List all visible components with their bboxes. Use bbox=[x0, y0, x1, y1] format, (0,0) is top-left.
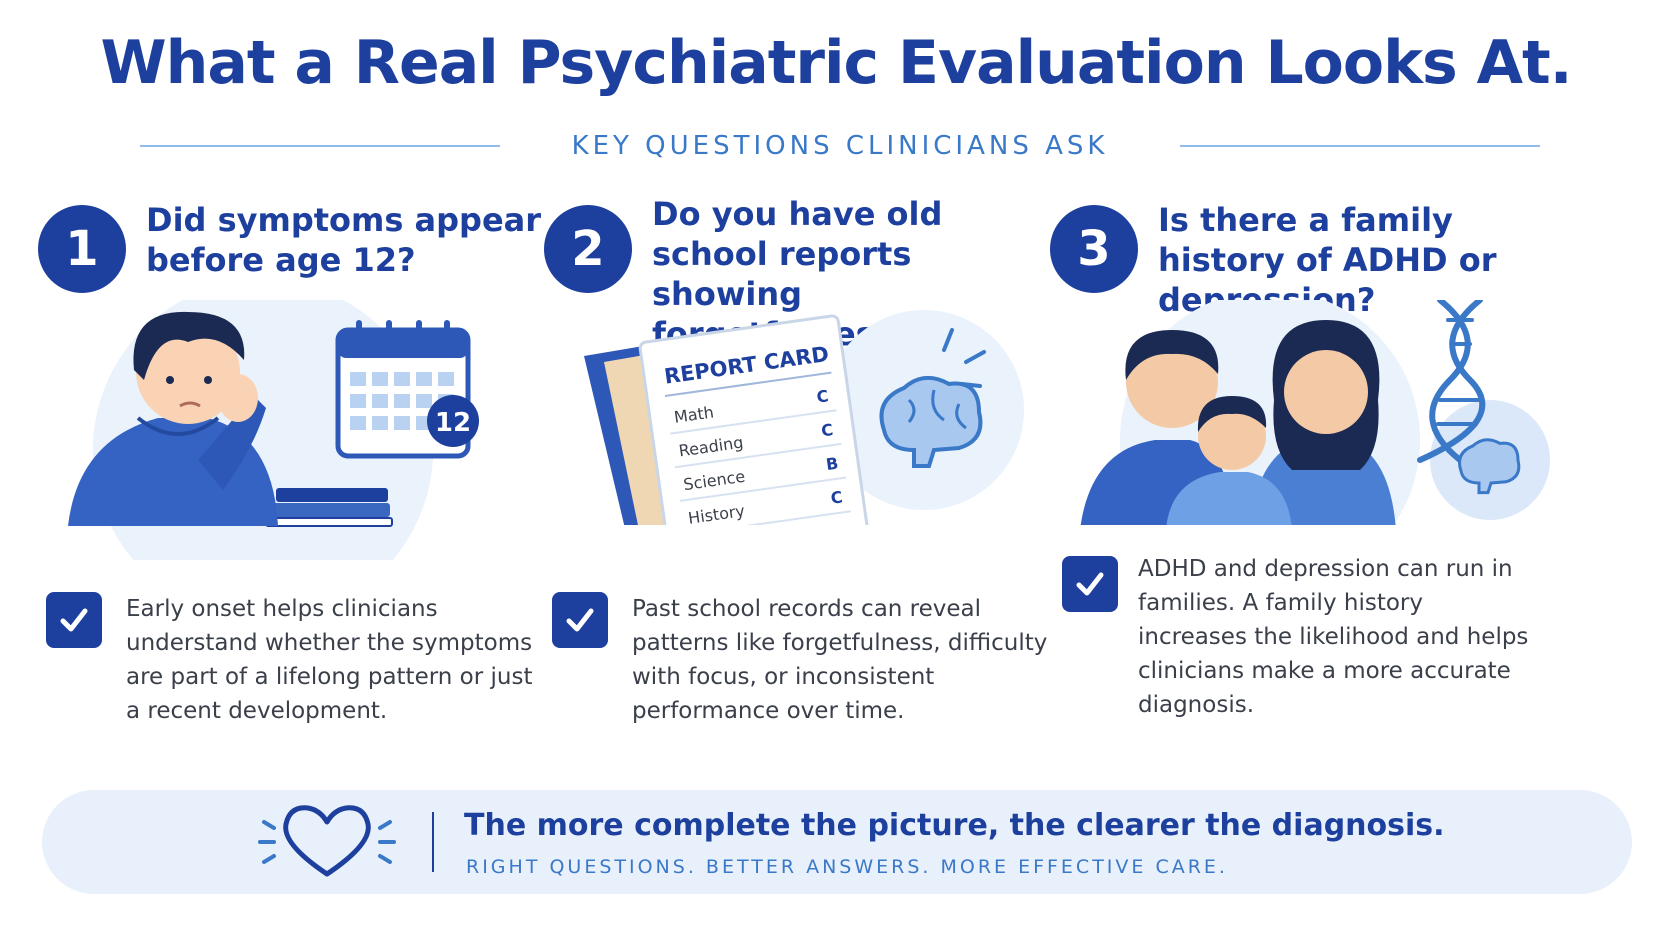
check-icon bbox=[46, 592, 102, 648]
step-number-badge: 3 bbox=[1050, 205, 1138, 293]
report-row-grade: C bbox=[815, 386, 829, 406]
calendar-badge: 12 bbox=[435, 408, 471, 438]
step-number-badge: 2 bbox=[544, 205, 632, 293]
footer-banner: The more complete the picture, the clear… bbox=[42, 790, 1632, 894]
step-number-badge: 1 bbox=[38, 205, 126, 293]
check-icon bbox=[552, 592, 608, 648]
heart-icon bbox=[258, 805, 396, 877]
page-title: What a Real Psychiatric Evaluation Looks… bbox=[100, 28, 1572, 98]
check-icon bbox=[1062, 556, 1118, 612]
dna-icon bbox=[1417, 300, 1486, 463]
subtitle-rule-left bbox=[140, 145, 500, 147]
subtitle-row: KEY QUESTIONS CLINICIANS ASK bbox=[140, 127, 1540, 167]
footer-tagline: RIGHT QUESTIONS. BETTER ANSWERS. MORE EF… bbox=[466, 856, 1228, 878]
subtitle: KEY QUESTIONS CLINICIANS ASK bbox=[571, 131, 1109, 161]
question-column-1: 1 Did symptoms appear before age 12? bbox=[38, 200, 558, 740]
question-column-3: 3 Is there a family history of ADHD or d… bbox=[1050, 200, 1570, 740]
question-heading: Did symptoms appear before age 12? bbox=[146, 201, 542, 279]
footer-divider bbox=[432, 812, 434, 872]
subtitle-rule-right bbox=[1180, 145, 1540, 147]
child-calendar-illustration: 12 bbox=[48, 300, 558, 560]
question-column-2: 2 Do you have old school reports showing… bbox=[544, 195, 1064, 740]
report-row-grade: B bbox=[825, 454, 840, 475]
report-row-grade: C bbox=[820, 420, 834, 440]
family-dna-illustration bbox=[1060, 300, 1570, 560]
report-row-grade: C bbox=[830, 487, 844, 507]
question-description: Past school records can reveal patterns … bbox=[632, 596, 1048, 724]
footer-headline: The more complete the picture, the clear… bbox=[464, 808, 1445, 843]
question-description: Early onset helps clinicians understand … bbox=[126, 596, 533, 724]
question-description: ADHD and depression can run in families.… bbox=[1138, 556, 1529, 718]
brain-icon bbox=[879, 376, 983, 468]
report-card-illustration: REPORT CARD Math C Reading C Science B H… bbox=[554, 310, 1064, 560]
calendar-icon: 12 bbox=[335, 320, 479, 459]
